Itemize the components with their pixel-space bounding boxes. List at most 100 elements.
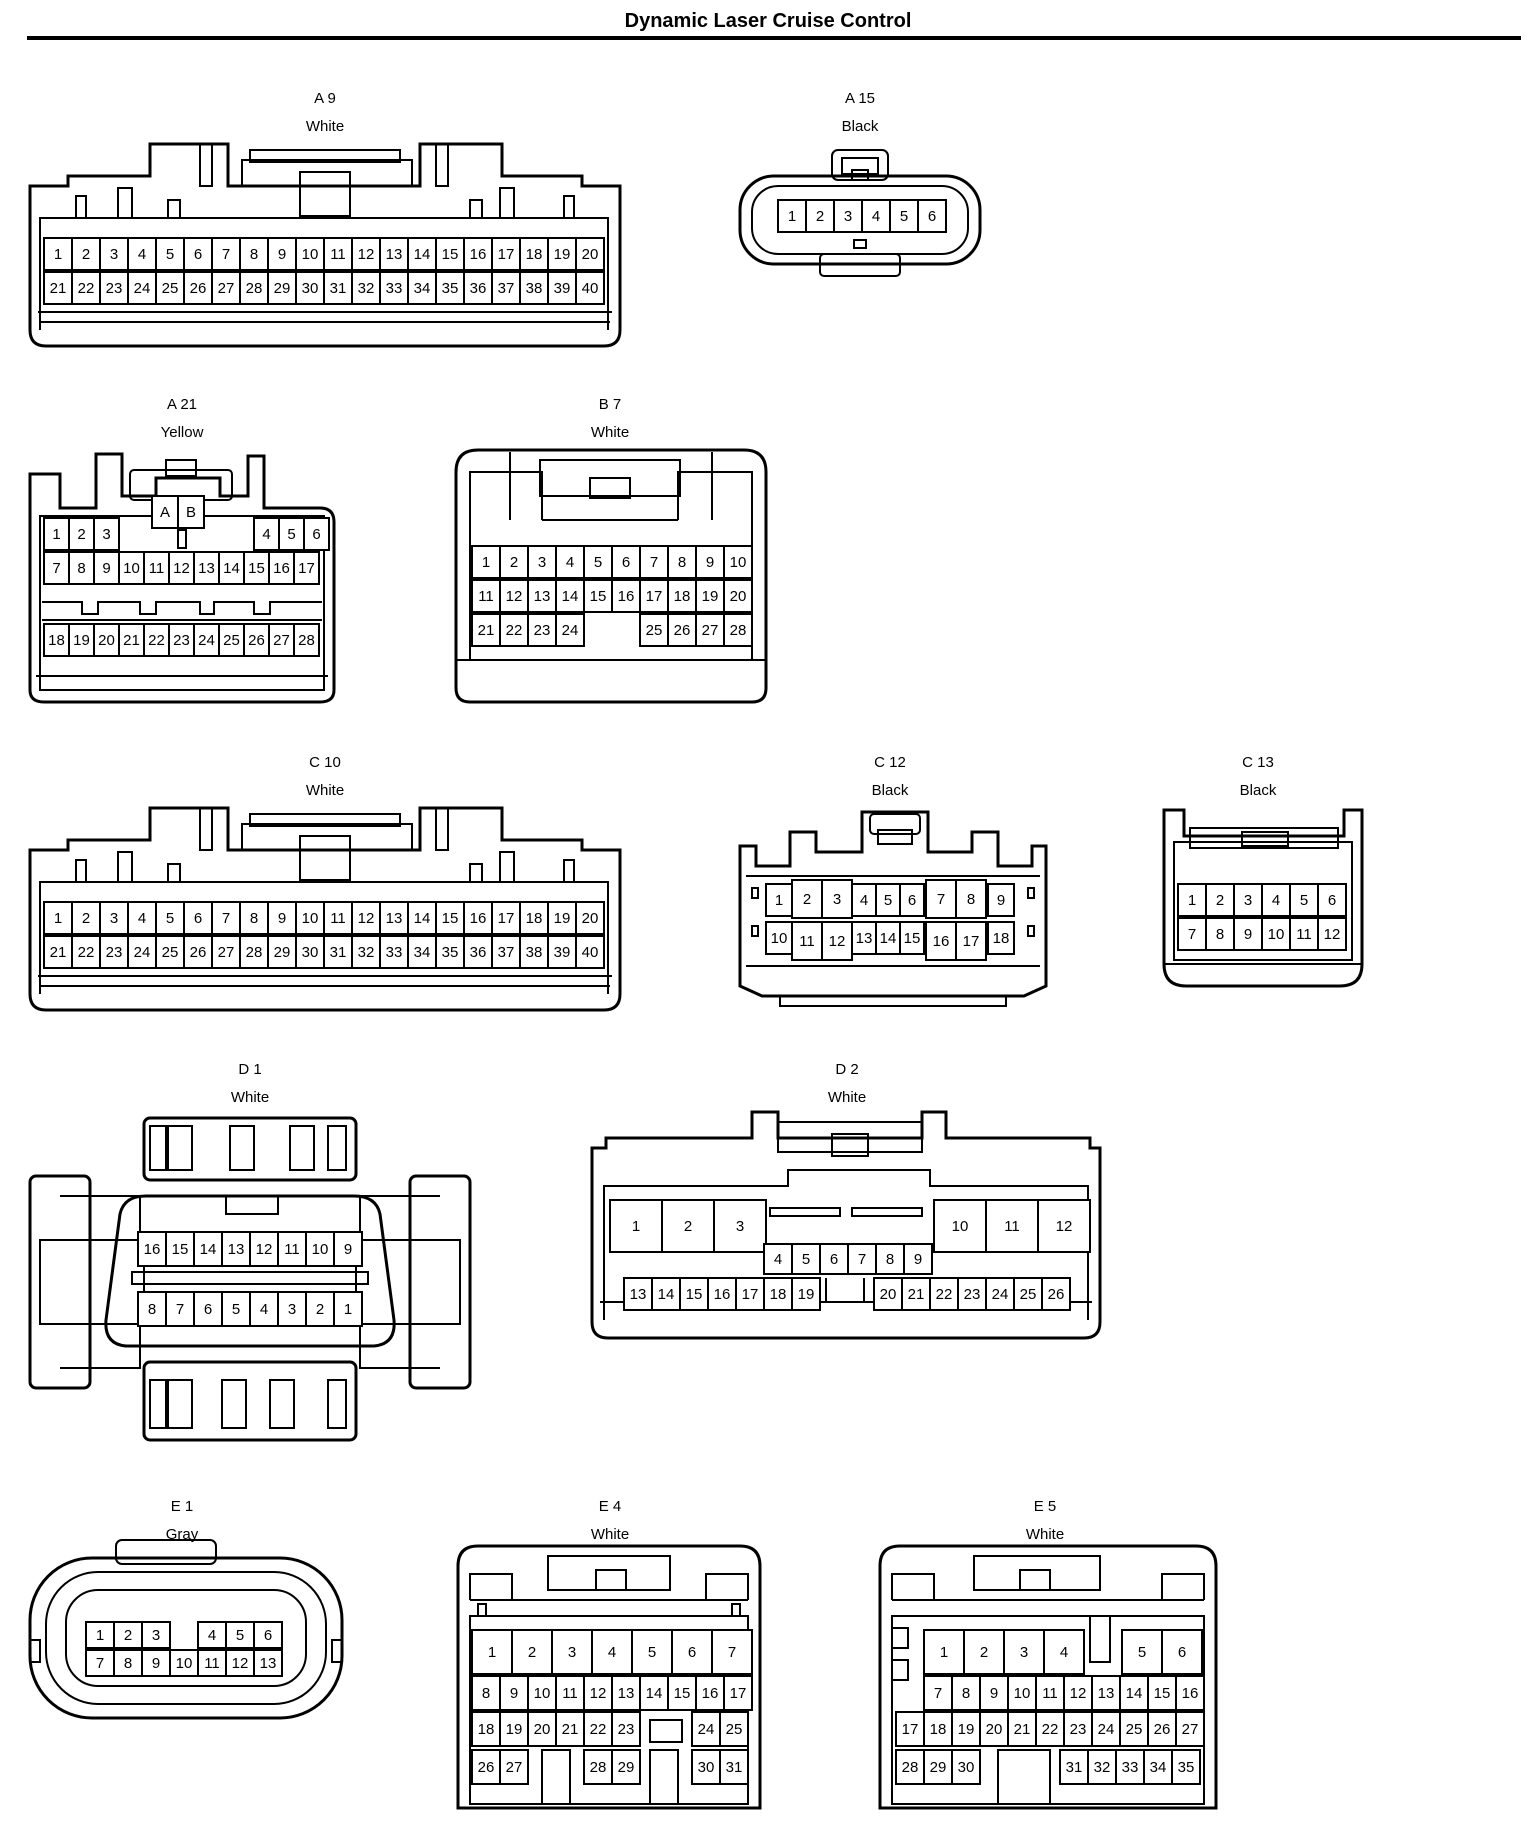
pin-a9-26: 26 — [190, 280, 207, 297]
pin-cell — [68, 517, 95, 551]
pin-a21-28: 28 — [298, 632, 315, 649]
pin-a9-14: 14 — [414, 246, 431, 263]
pin-cell — [295, 271, 325, 305]
connector-color-e5: White — [1025, 1526, 1065, 1543]
pin-c10-29: 29 — [274, 944, 291, 961]
connector-color-d1: White — [230, 1089, 270, 1106]
pin-cell — [463, 901, 493, 935]
pin-cell — [695, 545, 725, 579]
pin-e4-7: 7 — [728, 1644, 736, 1661]
pin-cell — [695, 1675, 725, 1711]
pin-e4-15: 15 — [674, 1685, 691, 1702]
pin-d1-1: 1 — [344, 1301, 352, 1318]
pin-cell — [1233, 917, 1263, 951]
pin-b7-22: 22 — [506, 622, 523, 639]
pin-c10-38: 38 — [526, 944, 543, 961]
pin-c10-28: 28 — [246, 944, 263, 961]
pin-a9-3: 3 — [110, 246, 118, 263]
pin-cell — [379, 935, 409, 969]
pin-c12-4: 4 — [860, 892, 868, 909]
pin-c10-3: 3 — [110, 910, 118, 927]
pin-a9-38: 38 — [526, 280, 543, 297]
pin-c12-11: 11 — [799, 933, 815, 950]
pin-c10-20: 20 — [582, 910, 599, 927]
pin-c13-2: 2 — [1216, 892, 1224, 909]
pin-b7-27: 27 — [702, 622, 719, 639]
pin-c10-32: 32 — [358, 944, 375, 961]
pin-cell — [93, 551, 120, 585]
pin-c13-10: 10 — [1268, 926, 1285, 943]
pin-cell — [351, 237, 381, 271]
pin-cell — [707, 1277, 737, 1311]
pin-a15-5: 5 — [900, 208, 908, 225]
pin-e4-24: 24 — [698, 1721, 715, 1738]
pin-c12-3: 3 — [833, 891, 841, 908]
pin-d1-14: 14 — [200, 1241, 217, 1258]
pin-e5-12: 12 — [1070, 1685, 1087, 1702]
connector-color-a21: Yellow — [160, 424, 204, 441]
pin-cell — [555, 545, 585, 579]
pin-cell — [623, 1277, 653, 1311]
pin-c12-16: 16 — [933, 933, 950, 950]
pin-cell — [155, 271, 185, 305]
pin-a21-5: 5 — [287, 526, 295, 543]
pin-cell — [323, 271, 353, 305]
pin-a15-6: 6 — [928, 208, 936, 225]
pin-a9-2: 2 — [82, 246, 90, 263]
pin-cell — [791, 879, 823, 919]
pin-a15-3: 3 — [844, 208, 852, 225]
pin-a21-14: 14 — [223, 560, 240, 577]
pin-c12-5: 5 — [884, 892, 892, 909]
pin-cell — [735, 1277, 765, 1311]
pin-cell — [155, 237, 185, 271]
pin-cell — [499, 545, 529, 579]
pin-c12-12: 12 — [829, 933, 846, 950]
pin-cell — [791, 1243, 821, 1275]
pin-a9-31: 31 — [330, 280, 347, 297]
pin-e5-2: 2 — [980, 1644, 988, 1661]
pin-cell — [165, 1231, 195, 1267]
pin-e5-21: 21 — [1014, 1721, 1031, 1738]
pin-e5-32: 32 — [1094, 1759, 1111, 1776]
pin-d2-8: 8 — [886, 1251, 894, 1268]
pin-d1-16: 16 — [144, 1241, 161, 1258]
pin-cell — [723, 613, 753, 647]
pin-a9-37: 37 — [498, 280, 515, 297]
pin-b7-25: 25 — [646, 622, 663, 639]
pin-e4-13: 13 — [618, 1685, 635, 1702]
pin-cell — [957, 1277, 987, 1311]
pin-c10-21: 21 — [50, 944, 67, 961]
pin-cell — [711, 1629, 753, 1675]
pin-e4-18: 18 — [478, 1721, 495, 1738]
pin-cell — [667, 545, 697, 579]
pin-c10-34: 34 — [414, 944, 431, 961]
pin-e4-14: 14 — [646, 1685, 663, 1702]
pin-b7-6: 6 — [622, 554, 630, 571]
pin-cell — [137, 1231, 167, 1267]
pin-d2-15: 15 — [686, 1286, 703, 1303]
pin-a9-36: 36 — [470, 280, 487, 297]
connector-name-a21: A 21 — [166, 396, 198, 413]
pin-b7-3: 3 — [538, 554, 546, 571]
pin-cell — [875, 883, 901, 917]
pin-a15-1: 1 — [788, 208, 796, 225]
pin-cell — [719, 1749, 749, 1785]
pin-d2-22: 22 — [936, 1286, 953, 1303]
pin-e5-11: 11 — [1042, 1685, 1058, 1702]
pin-e5-30: 30 — [958, 1759, 975, 1776]
housing-c12 — [738, 810, 1048, 1007]
pin-c13-8: 8 — [1216, 926, 1224, 943]
pin-cell — [218, 623, 245, 657]
pin-cell — [1289, 883, 1319, 917]
pin-c12-1: 1 — [775, 892, 783, 909]
pin-d2-16: 16 — [714, 1286, 731, 1303]
housing-e4 — [456, 1544, 762, 1810]
pin-cell — [85, 1649, 115, 1677]
pin-cell — [193, 1231, 223, 1267]
pin-cell — [611, 1711, 641, 1747]
pin-c12-7: 7 — [937, 891, 945, 908]
pin-c10-7: 7 — [222, 910, 230, 927]
pin-cell — [1035, 1675, 1065, 1711]
